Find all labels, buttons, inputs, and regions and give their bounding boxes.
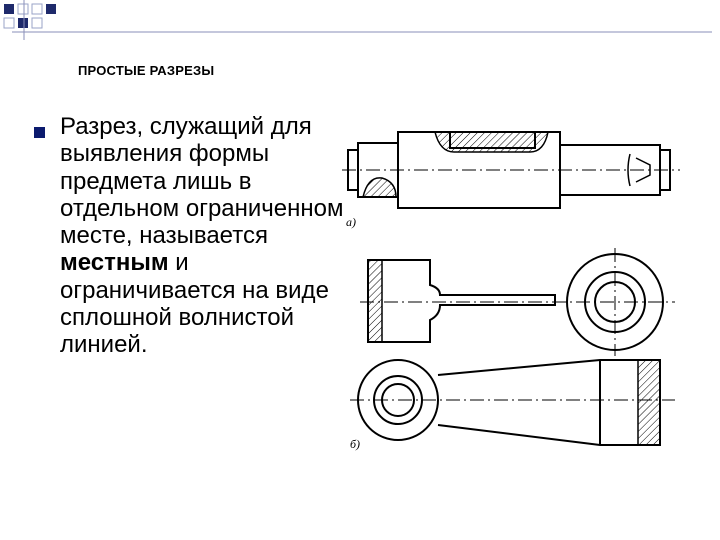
body-text-start: Разрез, служащий для выявления формы пре… bbox=[60, 113, 344, 250]
corner-decoration bbox=[3, 0, 712, 40]
figure-a-section-bottom bbox=[362, 177, 397, 198]
figure-b-hatch-right bbox=[637, 359, 661, 446]
body-text-end: и ограничивается на виде сплошной волнис… bbox=[60, 249, 329, 359]
figure-a-right-end bbox=[627, 153, 651, 187]
slide-title: ПРОСТЫЕ РАЗРЕЗЫ bbox=[78, 63, 215, 78]
figure-a-section-top bbox=[434, 131, 549, 153]
technical-drawing: а) б) bbox=[342, 131, 680, 451]
figure-b-hatch-left bbox=[367, 259, 383, 343]
bullet-square-icon bbox=[34, 127, 45, 138]
figure-b-lever-lower bbox=[350, 359, 675, 446]
figure-b-lever-upper bbox=[360, 248, 675, 356]
figure-label-a: а) bbox=[346, 215, 356, 229]
body-text: Разрез, служащий для выявления формы пре… bbox=[60, 113, 350, 359]
figure-label-b: б) bbox=[350, 437, 360, 451]
body-text-bold: местным bbox=[60, 249, 169, 277]
